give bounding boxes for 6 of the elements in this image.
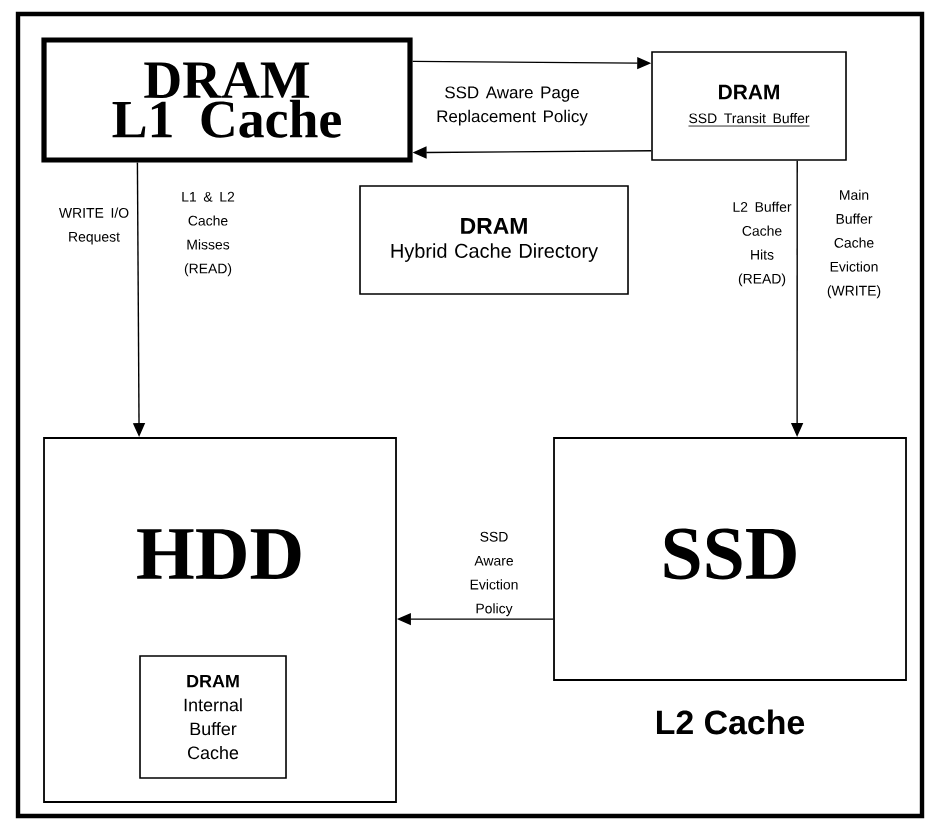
storage-box: SSD <box>553 437 907 681</box>
cache-box: DRAM L1 Cache <box>41 37 413 163</box>
directory-box: DRAM Hybrid Cache Directory <box>359 185 629 295</box>
node-label: L2 Cache <box>657 709 805 735</box>
buffer-box: DRAM Internal Buffer Cache <box>139 655 287 779</box>
note: SSD Aware Page Replacement Policy <box>437 86 588 126</box>
